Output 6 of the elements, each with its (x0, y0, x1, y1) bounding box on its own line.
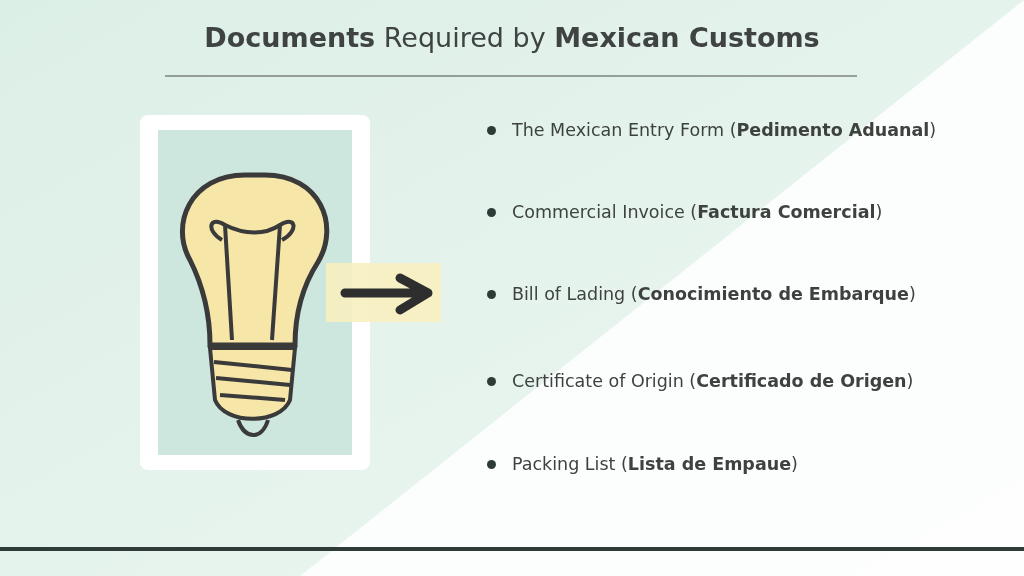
document-list-item: Bill of Lading (Conocimiento de Embarque) (512, 283, 916, 306)
document-list-item: Commercial Invoice (Factura Comercial) (512, 201, 883, 224)
document-list-item: Certificate of Origin (Certificado de Origen) (512, 370, 914, 393)
title: Documents Required by Mexican Customs (203, 22, 821, 53)
document-list-item: Packing List (Lista de Empaue) (512, 453, 798, 476)
document-list-item: The Mexican Entry Form (Pedimento Aduanal) (512, 119, 937, 142)
